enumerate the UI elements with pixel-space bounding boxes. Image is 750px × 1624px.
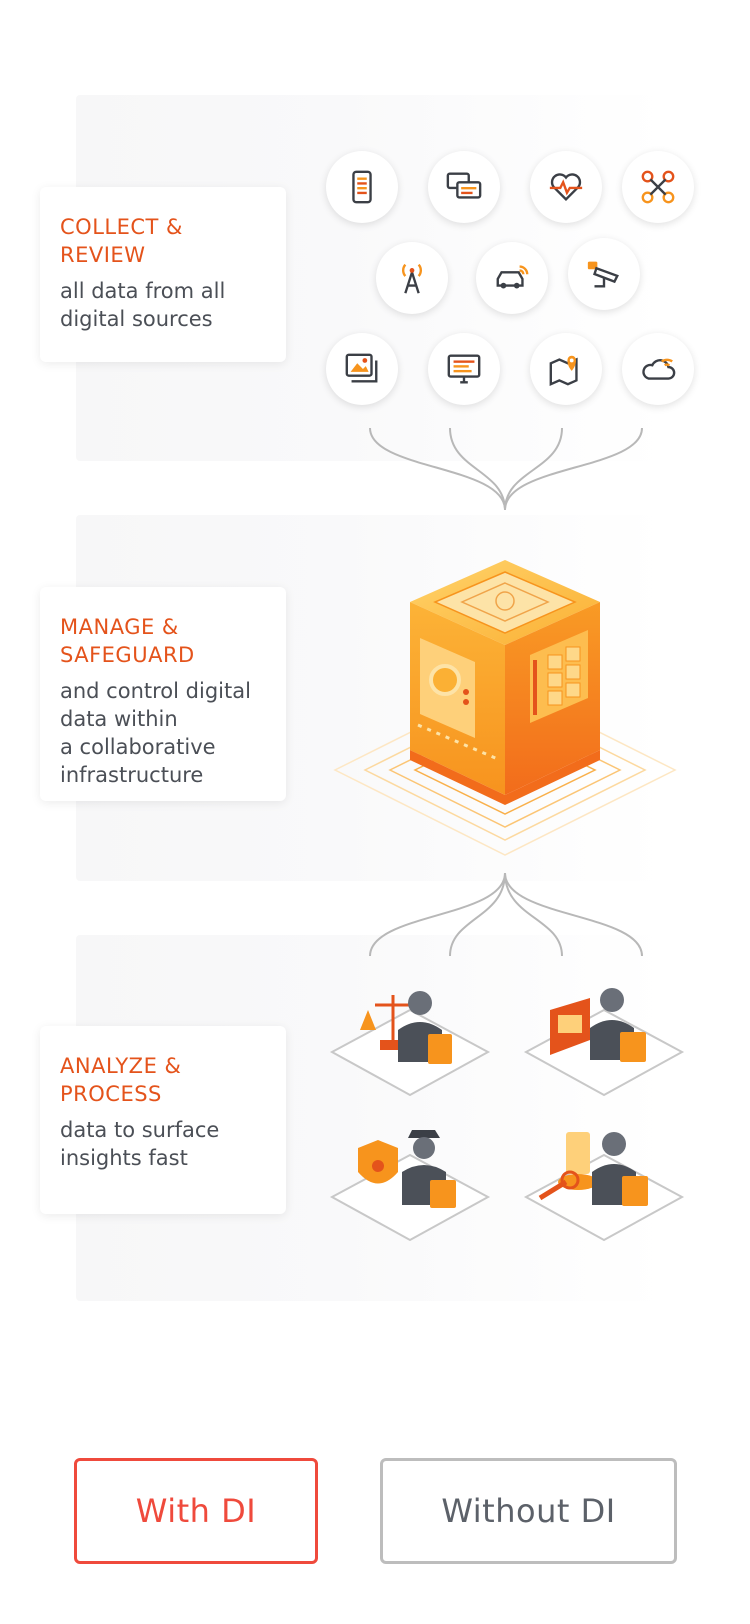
image-gallery-icon — [345, 353, 378, 383]
chat-messages-icon — [446, 172, 482, 199]
source-image-gallery — [326, 333, 398, 405]
source-security-camera — [568, 238, 640, 310]
source-cloud-wifi — [622, 333, 694, 405]
manage-safeguard-title: MANAGE & SAFEGUARD — [60, 615, 195, 667]
source-computer-monitor — [428, 333, 500, 405]
manage-safeguard-card: MANAGE & SAFEGUARD and control digital d… — [40, 587, 286, 801]
with-di-button[interactable]: With DI — [74, 1458, 318, 1564]
source-chat-messages — [428, 151, 500, 223]
analyze-process-title: ANALYZE & PROCESS — [60, 1054, 182, 1106]
heart-rate-icon — [549, 173, 583, 202]
cell-tower-icon — [401, 263, 423, 294]
security-camera-icon — [587, 261, 619, 288]
data-analyst-icon — [523, 988, 685, 1097]
mobile-phone-icon — [352, 170, 372, 204]
analyze-process-description: data to surface insights fast — [60, 1118, 220, 1170]
source-map-location — [530, 333, 602, 405]
collect-review-description: all data from all digital sources — [60, 279, 226, 331]
manage-safeguard-description: and control digital data within a collab… — [60, 679, 251, 787]
source-mobile-phone — [326, 151, 398, 223]
without-di-button[interactable]: Without DI — [380, 1458, 677, 1564]
forensic-investigator-icon — [523, 1132, 685, 1242]
connected-car-icon — [496, 265, 529, 289]
cloud-wifi-icon — [642, 358, 676, 380]
legal-analyst-icon — [329, 991, 491, 1097]
source-connected-car — [476, 242, 548, 314]
collect-review-title: COLLECT & REVIEW — [60, 215, 183, 267]
police-officer-icon — [329, 1130, 491, 1242]
computer-monitor-icon — [447, 354, 481, 384]
map-location-icon — [549, 355, 578, 387]
source-drone — [622, 151, 694, 223]
source-heart-rate — [530, 151, 602, 223]
analyze-process-card: ANALYZE & PROCESS data to surface insigh… — [40, 1026, 286, 1214]
source-cell-tower — [376, 242, 448, 314]
collect-review-card: COLLECT & REVIEW all data from all digit… — [40, 187, 286, 362]
drone-icon — [641, 170, 675, 204]
